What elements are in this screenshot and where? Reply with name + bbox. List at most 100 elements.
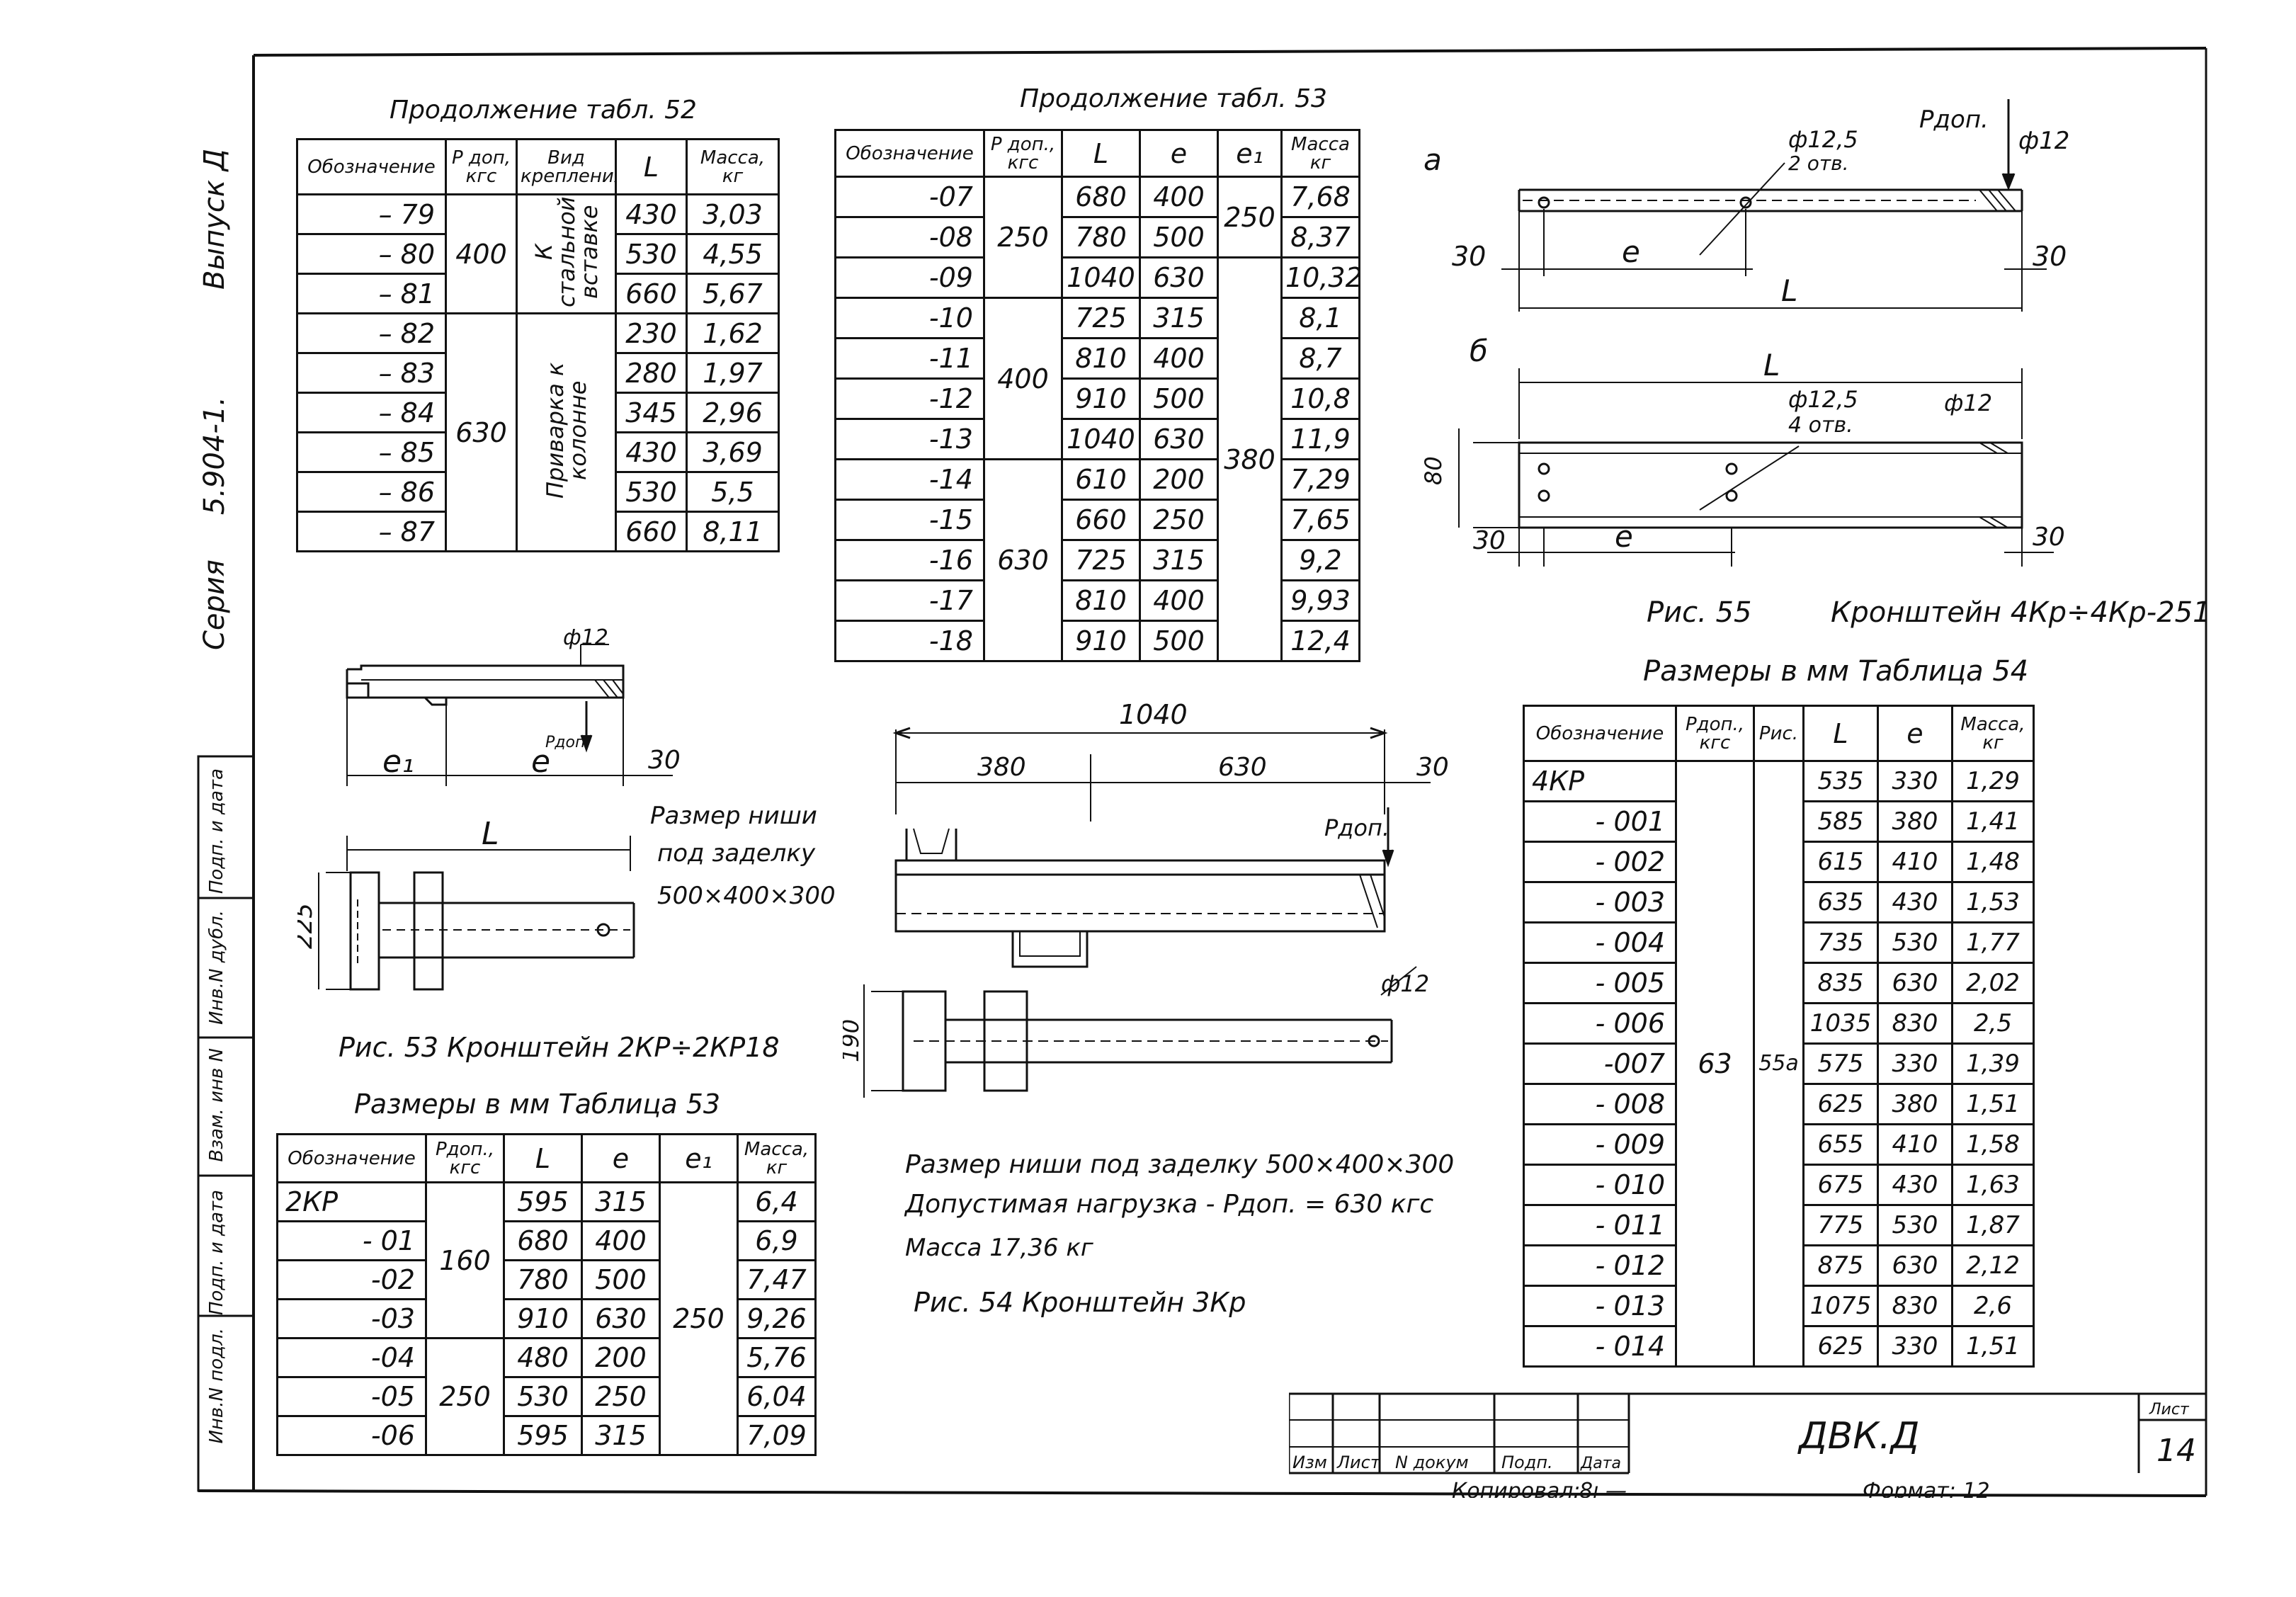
t52-header-mount: Вид крепления [516, 138, 617, 195]
t53-row-4-mass: 5,76 [737, 1337, 817, 1378]
t52-row-5-l: 345 [615, 392, 688, 433]
t53c-row-1-mass: 8,37 [1280, 216, 1360, 258]
fig55-a-dim-e: e [1622, 234, 1640, 269]
t53c-row-0-e: 400 [1139, 176, 1219, 218]
fig55-hole-b-dia: ф12,5 [1788, 386, 1858, 413]
fig54-note-niche: Размер ниши под заделку 500×400×300 [905, 1150, 1455, 1179]
t53c-row-3-mass: 8,1 [1280, 297, 1360, 339]
t54-header-l: L [1802, 705, 1879, 762]
t53c-row-5-l: 910 [1061, 377, 1141, 420]
t54-p-all: 63 [1675, 760, 1755, 1368]
t53-row-2-l: 780 [503, 1259, 583, 1300]
t54-row-10-l: 675 [1802, 1164, 1879, 1206]
t53c-row-0-l: 680 [1061, 176, 1141, 218]
t53-row-0-des: 2КР [276, 1181, 427, 1222]
t54-row-7-des: -007 [1523, 1042, 1677, 1085]
tb-copied-label: Копировал: [1452, 1479, 1581, 1498]
t53-row-2-mass: 7,47 [737, 1259, 817, 1300]
t52-row-6-des: – 85 [296, 431, 447, 473]
t54-row-5-des: - 005 [1523, 962, 1677, 1004]
fig54-note-load: Допустимая нагрузка - Pдоп. = 630 кгс [905, 1190, 1434, 1219]
t52-row-8-mass: 8,11 [686, 511, 780, 552]
t54-row-7-e: 330 [1877, 1042, 1953, 1085]
t53c-row-3-l: 725 [1061, 297, 1141, 339]
margin-cell-inv-podl: Инв.N подл. [206, 1328, 227, 1444]
t54-row-2-mass: 1,48 [1951, 841, 2035, 883]
title-block: Изм Лист N докум Подп. Дата ДВК.Д Лист 1… [1289, 1392, 2206, 1498]
t53c-p-group-2: 630 [983, 458, 1063, 662]
t53-row-5-des: -05 [276, 1376, 427, 1417]
t53-row-3-des: -03 [276, 1298, 427, 1339]
t53c-row-6-mass: 11,9 [1280, 418, 1360, 460]
t54-row-6-des: - 006 [1523, 1002, 1677, 1045]
t53c-row-7-des: -14 [834, 458, 985, 501]
t54-row-12-des: - 012 [1523, 1244, 1677, 1287]
t53c-row-4-l: 810 [1061, 337, 1141, 380]
tb-header-list: Лист [1336, 1453, 1381, 1472]
fig54-dim-630: 630 [1218, 753, 1267, 782]
t53c-row-10-mass: 9,93 [1280, 579, 1360, 622]
t54-row-2-e: 410 [1877, 841, 1953, 883]
t52-row-6-mass: 3,69 [686, 431, 780, 473]
tb-sheet-number: 14 [2156, 1433, 2196, 1469]
t54-row-10-des: - 010 [1523, 1164, 1677, 1206]
t52-row-2-mass: 5,67 [686, 273, 780, 314]
t53-row-3-l: 910 [503, 1298, 583, 1339]
fig53-dim-e: e [531, 744, 550, 780]
t54-row-6-e: 830 [1877, 1002, 1953, 1045]
fig55-b-dim-80: 80 [1420, 456, 1447, 485]
t54-row-8-e: 380 [1877, 1083, 1953, 1125]
fig55-label-b: б [1470, 334, 1488, 368]
fig55-hole-a-dia: ф12,5 [1788, 126, 1858, 153]
tb-header-izm: Изм [1292, 1453, 1327, 1472]
t53c-header-p: P доп., кгс [983, 129, 1063, 178]
fig54-dim-190: 190 [843, 1019, 864, 1062]
table-52: Обозначение P доп, кгс Вид крепления L М… [296, 138, 780, 552]
fig55-b-dim-30-left: 30 [1473, 526, 1506, 555]
t53c-row-10-des: -17 [834, 579, 985, 622]
t53c-row-8-mass: 7,65 [1280, 499, 1360, 541]
t52-mount-1: К стальной вставке [530, 196, 603, 308]
t52-row-4-l: 280 [615, 352, 688, 394]
t54-row-0-des: 4КР [1523, 760, 1677, 802]
figure-54: 1040 380 630 30 Pдоп. ф12 190 [843, 701, 1449, 1098]
table53-caption: Размеры в мм Таблица 53 [354, 1089, 721, 1120]
t53c-row-11-l: 910 [1061, 620, 1141, 662]
t54-row-9-mass: 1,58 [1951, 1123, 2035, 1166]
t53c-row-0-mass: 7,68 [1280, 176, 1360, 218]
t52-row-2-des: – 81 [296, 273, 447, 314]
fig54-p-label: Pдоп. [1324, 814, 1389, 841]
fig53-caption: Рис. 53 Кронштейн 2КР÷2КР18 [339, 1032, 780, 1063]
t52-row-0-des: – 79 [296, 193, 447, 235]
t53c-row-7-mass: 7,29 [1280, 458, 1360, 501]
t53c-row-2-des: -09 [834, 256, 985, 299]
t53c-row-4-des: -11 [834, 337, 985, 380]
t54-row-9-des: - 009 [1523, 1123, 1677, 1166]
t52-row-7-des: – 86 [296, 471, 447, 513]
t53c-row-4-e: 400 [1139, 337, 1219, 380]
t53-header-l: L [503, 1133, 583, 1183]
t52-row-0-l: 430 [615, 193, 688, 235]
fig54-phi12: ф12 [1381, 970, 1429, 997]
t53c-p-group-0: 250 [983, 176, 1063, 299]
t53c-row-5-mass: 10,8 [1280, 377, 1360, 420]
t53c-row-11-mass: 12,4 [1280, 620, 1360, 662]
t52-row-0-mass: 3,03 [686, 193, 780, 235]
t53-row-5-e: 250 [581, 1376, 661, 1417]
t54-row-13-mass: 2,6 [1951, 1285, 2035, 1327]
t54-row-12-mass: 2,12 [1951, 1244, 2035, 1287]
t53c-header-mass: Масса кг [1280, 129, 1360, 178]
t54-row-6-l: 1035 [1802, 1002, 1879, 1045]
t53-header-e: e [581, 1133, 661, 1183]
t53c-row-10-l: 810 [1061, 579, 1141, 622]
table53-cont-caption: Продолжение табл. 53 [1020, 84, 1327, 113]
t54-row-8-mass: 1,51 [1951, 1083, 2035, 1125]
t54-row-14-l: 625 [1802, 1325, 1879, 1368]
margin-cell-inv-dubl: Инв.N дубл. [206, 910, 227, 1025]
t54-row-7-l: 575 [1802, 1042, 1879, 1085]
fig55-caption-num: Рис. 55 [1647, 596, 1752, 629]
fig53-niche-line-3: 500×400×300 [657, 882, 836, 910]
margin-seria: Серия [198, 559, 231, 650]
t52-header-l: L [615, 138, 688, 195]
